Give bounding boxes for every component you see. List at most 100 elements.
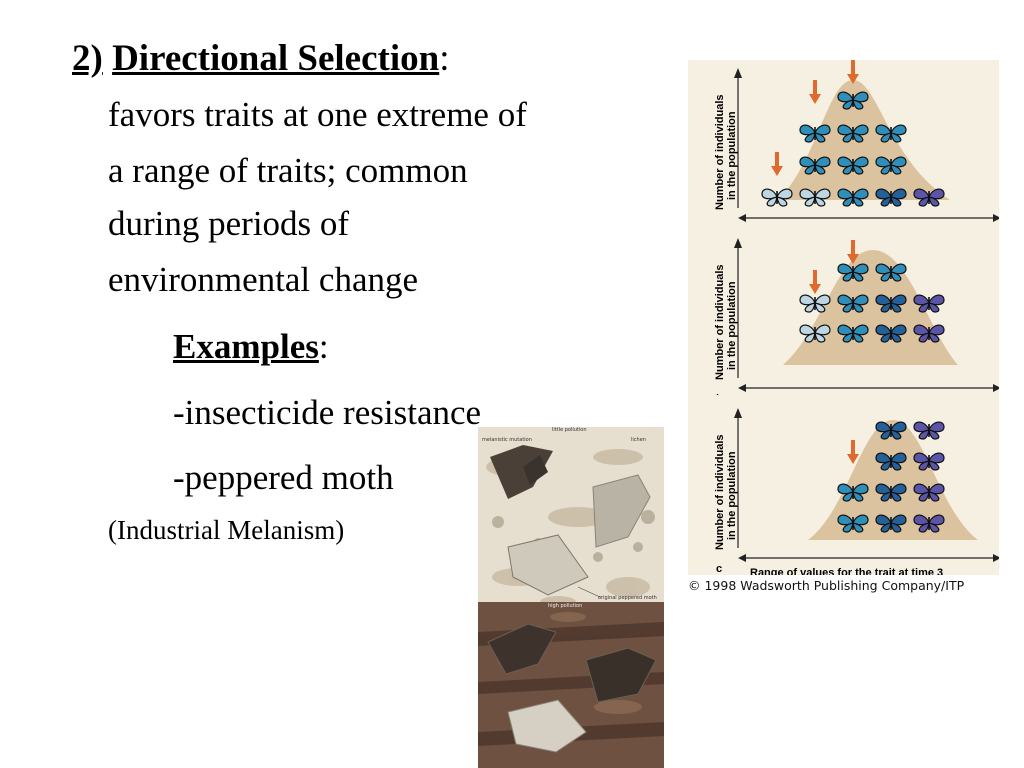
butterfly-icon: [837, 91, 869, 110]
moth-photo-low-pollution: little pollution melanistic mutation lic…: [478, 427, 664, 613]
butterfly-icon: [913, 324, 945, 343]
selection-arrow-icon: [809, 80, 821, 104]
butterfly-icon: [837, 263, 869, 282]
butterfly-icon: [837, 124, 869, 143]
industrial-melanism-note: (Industrial Melanism): [108, 515, 345, 545]
example-insecticide: -insecticide resistance: [173, 393, 482, 432]
definition-line-3: during periods of: [108, 204, 350, 243]
heading-number: 2): [72, 38, 103, 79]
butterfly-group: [837, 421, 945, 533]
melanistic-label: melanistic mutation: [482, 437, 532, 443]
examples-label: Examples: [173, 327, 319, 366]
butterfly-icon: [875, 324, 907, 343]
butterfly-icon: [913, 421, 945, 440]
butterfly-icon: [875, 263, 907, 282]
selection-arrow-icon: [847, 240, 859, 264]
moth-photo-high-pollution: high pollution: [478, 602, 664, 768]
butterfly-icon: [913, 294, 945, 313]
x-axis-left-arrow-icon: [738, 554, 746, 562]
dark-moth-right: [585, 647, 657, 703]
y-axis-label: Number of individuals: [714, 94, 726, 210]
dark-bark-image: [478, 602, 664, 768]
lichen-label: lichen: [631, 437, 646, 443]
butterfly-icon: [913, 514, 945, 533]
y-axis-arrow-icon: [734, 68, 742, 78]
butterfly-icon: [761, 188, 793, 207]
dark-moth-top: [487, 623, 557, 675]
x-axis-right-arrow-icon: [993, 214, 1001, 222]
butterfly-icon: [799, 324, 831, 343]
example-peppered-moth: -peppered moth: [173, 458, 394, 497]
x-axis-left-arrow-icon: [738, 384, 746, 392]
y-axis-arrow-icon: [734, 238, 742, 248]
distribution-curve: [808, 420, 978, 540]
selection-arrow-icon: [847, 60, 859, 84]
butterfly-icon: [913, 188, 945, 207]
butterfly-icon: [875, 294, 907, 313]
butterfly-icon: [913, 483, 945, 502]
butterfly-icon: [875, 452, 907, 471]
butterfly-icon: [875, 514, 907, 533]
original-moth-caption: original peppered moth: [598, 595, 657, 601]
y-axis-label: Number of individuals: [714, 434, 726, 550]
butterfly-icon: [799, 124, 831, 143]
examples-heading: Examples:: [173, 324, 329, 370]
butterfly-icon: [799, 156, 831, 175]
melanic-moth: [490, 445, 553, 499]
panel-letter: b: [716, 393, 723, 395]
butterfly-icon: [837, 324, 869, 343]
light-moth-bottom: [507, 534, 589, 596]
butterfly-icon: [799, 294, 831, 313]
light-moth-exposed: [507, 699, 587, 753]
low-pollution-title: little pollution: [552, 427, 587, 433]
butterfly-icon: [913, 452, 945, 471]
light-moth-right: [592, 474, 651, 548]
butterfly-icon: [837, 188, 869, 207]
butterfly-icon: [875, 124, 907, 143]
distribution-curve: [783, 250, 958, 365]
butterfly-icon: [875, 188, 907, 207]
butterfly-icon: [875, 156, 907, 175]
x-axis-left-arrow-icon: [738, 214, 746, 222]
panel-letter: a: [716, 223, 723, 225]
high-pollution-title: high pollution: [548, 603, 583, 609]
examples-colon: :: [318, 327, 329, 366]
definition-line-1: favors traits at one extreme of: [108, 95, 527, 134]
butterfly-icon: [837, 294, 869, 313]
heading: 2) Directional Selection:: [72, 36, 449, 82]
y-axis-label-2: in the population: [726, 111, 738, 200]
butterfly-icon: [837, 514, 869, 533]
y-axis-label-2: in the population: [726, 281, 738, 370]
selection-arrow-icon: [847, 440, 859, 464]
x-axis-right-arrow-icon: [993, 554, 1001, 562]
butterfly-icon: [837, 156, 869, 175]
x-axis-right-arrow-icon: [993, 384, 1001, 392]
butterfly-icon: [799, 188, 831, 207]
butterfly-icon: [837, 483, 869, 502]
panel-letter: c: [716, 563, 722, 575]
heading-term: Directional Selection: [112, 38, 440, 79]
y-axis-label-2: in the population: [726, 451, 738, 540]
butterfly-group: [761, 91, 945, 207]
butterfly-icon: [875, 421, 907, 440]
butterfly-group: [799, 263, 945, 343]
definition-line-4: environmental change: [108, 260, 419, 299]
definition-line-2: a range of traits; common: [108, 151, 468, 190]
lichen-bark-image: [478, 427, 664, 613]
selection-arrow-icon: [809, 270, 821, 294]
x-axis-label: Range of values for the trait at time 3: [750, 567, 943, 575]
selection-arrow-icon: [771, 152, 783, 176]
heading-colon: :: [439, 38, 450, 79]
y-axis-label: Number of individuals: [714, 264, 726, 380]
y-axis-arrow-icon: [734, 408, 742, 418]
figure-copyright: © 1998 Wadsworth Publishing Company/ITP: [688, 578, 965, 593]
butterfly-icon: [875, 483, 907, 502]
